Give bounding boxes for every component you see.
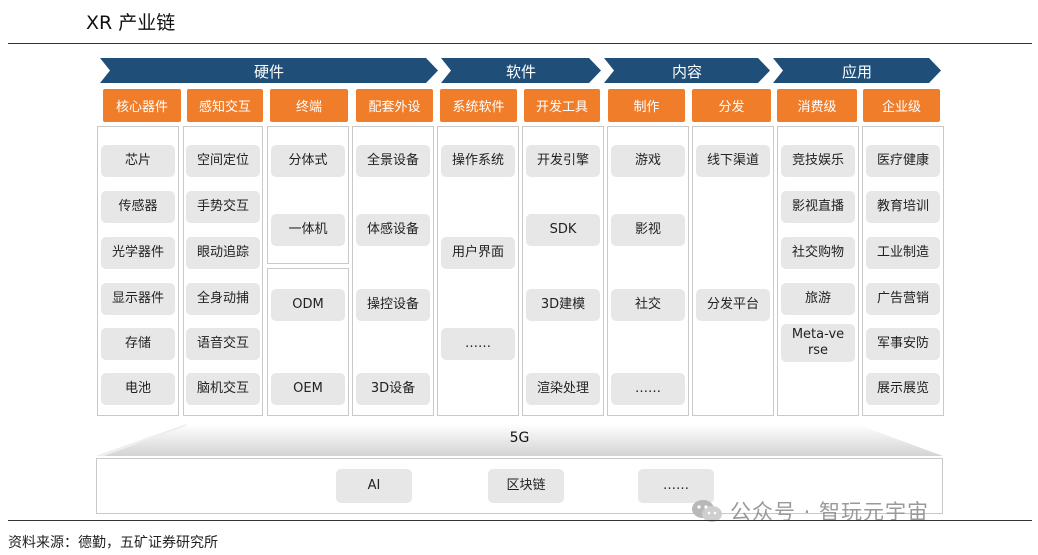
cell-optics: 光学器件: [101, 237, 175, 269]
wechat-icon: [692, 500, 722, 522]
header-consumer: 消费级: [777, 89, 857, 122]
cell-dev-engine: 开发引擎: [526, 145, 600, 177]
header-core-components: 核心器件: [103, 89, 181, 122]
header-peripherals: 配套外设: [356, 89, 433, 122]
top-rule: [8, 43, 1032, 44]
watermark-text: 公众号 · 智玩元宇宙: [730, 500, 930, 524]
header-system-software: 系统软件: [440, 89, 517, 122]
category-label: 应用: [841, 63, 872, 81]
cell-motion-device: 体感设备: [356, 214, 430, 246]
cell-military-security: 军事安防: [866, 328, 940, 360]
cell-advertising: 广告营销: [866, 283, 940, 315]
header-terminal: 终端: [270, 89, 348, 122]
cell-oem: OEM: [271, 373, 345, 405]
header-enterprise: 企业级: [863, 89, 940, 122]
header-production: 制作: [608, 89, 685, 122]
cell-operating-system: 操作系统: [441, 145, 515, 177]
category-band-application: 应用: [773, 58, 941, 83]
cell-3d-device: 3D设备: [356, 373, 430, 405]
source-note: 资料来源：德勤，五矿证券研究所: [8, 535, 218, 551]
cell-manufacturing: 工业制造: [866, 237, 940, 269]
header-dev-tools: 开发工具: [524, 89, 600, 122]
cell-panoramic-device: 全景设备: [356, 145, 430, 177]
category-label: 内容: [671, 63, 702, 81]
cell-storage: 存储: [101, 328, 175, 360]
cell-social: 社交: [611, 289, 685, 321]
cell-display: 显示器件: [101, 283, 175, 315]
cell-film: 影视: [611, 214, 685, 246]
cell-control-device: 操控设备: [356, 289, 430, 321]
cell-distribution-platform: 分发平台: [696, 289, 770, 321]
cell-game: 游戏: [611, 145, 685, 177]
network-label: 5G: [509, 430, 530, 446]
cell-blockchain: 区块链: [488, 469, 564, 503]
chevron-shape: [100, 58, 438, 83]
cell-chip: 芯片: [101, 145, 175, 177]
cell-offline-channel: 线下渠道: [696, 145, 770, 177]
cell-social-shopping: 社交购物: [781, 237, 855, 269]
category-label: 软件: [505, 63, 536, 81]
cell-split-type: 分体式: [271, 145, 345, 177]
cell-healthcare: 医疗健康: [866, 145, 940, 177]
cell-gesture: 手势交互: [186, 191, 260, 223]
category-band-hardware: 硬件: [100, 58, 438, 83]
header-distribution: 分发: [692, 89, 771, 122]
chevron-shape: [441, 58, 601, 83]
cell-tourism: 旅游: [781, 283, 855, 315]
cell-battery: 电池: [101, 373, 175, 405]
header-perception-interaction: 感知交互: [187, 89, 263, 122]
category-band-software: 软件: [441, 58, 601, 83]
chevron-shape: [773, 58, 941, 83]
page-title: XR 产业链: [86, 12, 176, 34]
category-label: 硬件: [253, 63, 284, 81]
cell-motion-capture: 全身动捕: [186, 283, 260, 315]
cell-ai: AI: [336, 469, 412, 503]
cell-3d-modeling: 3D建模: [526, 289, 600, 321]
cell-eye-tracking: 眼动追踪: [186, 237, 260, 269]
cell-rendering: 渲染处理: [526, 373, 600, 405]
cell-education: 教育培训: [866, 191, 940, 223]
cell-ellipsis: ……: [441, 328, 515, 360]
bottom-rule: [8, 520, 1032, 521]
network-band: [96, 424, 943, 456]
category-band-content: 内容: [604, 58, 770, 83]
cell-esports: 竞技娱乐: [781, 145, 855, 177]
cell-ellipsis: ……: [638, 469, 714, 503]
cell-brain-computer: 脑机交互: [186, 373, 260, 405]
cell-ellipsis: ……: [611, 373, 685, 405]
cell-sensor: 传感器: [101, 191, 175, 223]
cell-live-streaming: 影视直播: [781, 191, 855, 223]
cell-sdk: SDK: [526, 214, 600, 246]
cell-all-in-one: 一体机: [271, 214, 345, 246]
chevron-shape: [604, 58, 770, 83]
cell-odm: ODM: [271, 289, 345, 321]
watermark: 公众号 · 智玩元宇宙: [690, 496, 929, 526]
cell-user-interface: 用户界面: [441, 237, 515, 269]
cell-exhibition: 展示展览: [866, 373, 940, 405]
cell-metaverse: Meta-verse: [781, 324, 855, 362]
cell-voice: 语音交互: [186, 328, 260, 360]
cell-spatial-positioning: 空间定位: [186, 145, 260, 177]
